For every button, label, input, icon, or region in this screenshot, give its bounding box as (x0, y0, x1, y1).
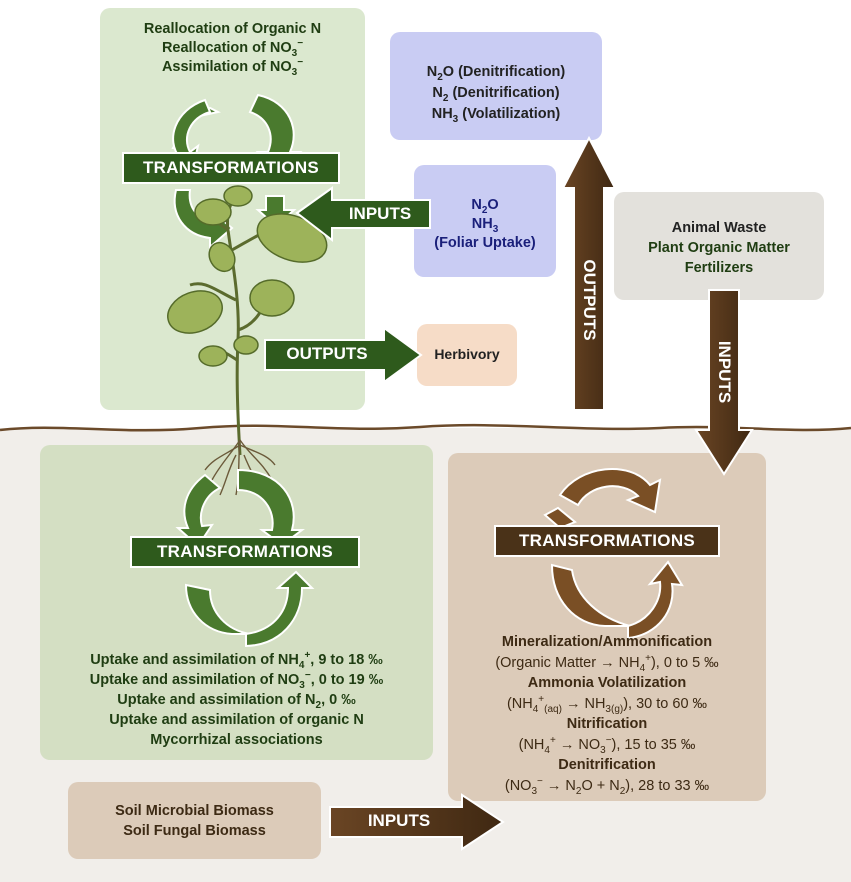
soil-zone-text: Mineralization/Ammonification (Organic M… (448, 632, 766, 796)
mineralization-detail: (Organic Matter → NH4+), 0 to 5 ‰ (495, 652, 719, 674)
atmosphere-outputs-label: OUTPUTS (580, 259, 599, 341)
nh3-volatilization: NH3 (Volatilization) (431, 106, 561, 125)
reallocation-no3: Reallocation of NO3− (161, 38, 304, 59)
ammonia-volatilization-detail: (NH4+(aq) → NH3(g)), 30 to 60 ‰ (506, 693, 708, 715)
soil-sources-text: Animal Waste Plant Organic Matter Fertil… (614, 218, 824, 278)
plant-transformations-label: TRANSFORMATIONS (122, 152, 340, 184)
soil-transformations-label: TRANSFORMATIONS (494, 525, 720, 557)
herbivory-text: Herbivory (434, 346, 500, 362)
mineralization-heading: Mineralization/Ammonification (501, 634, 713, 650)
plant-leaves (167, 185, 328, 367)
uptake-n2: Uptake and assimilation of N2, 0 ‰ (117, 692, 356, 711)
plant-top-text: Reallocation of Organic N Reallocation o… (100, 20, 365, 77)
foliar-text: N2O NH3 (Foliar Uptake) (414, 196, 556, 253)
atmosphere-outputs-arrow (561, 135, 617, 411)
soil-sources-panel (614, 192, 824, 300)
microbial-text: Soil Microbial Biomass Soil Fungal Bioma… (68, 801, 321, 841)
foliar-n2o: N2O (471, 197, 499, 216)
nitrification-detail: (NH4+ → NO3−), 15 to 35 ‰ (518, 734, 696, 756)
microbial-panel (68, 782, 321, 859)
reallocation-organic-n: Reallocation of Organic N (143, 21, 322, 37)
root-zone-text: Uptake and assimilation of NH4+, 9 to 18… (40, 650, 433, 750)
microbial-inputs-label: INPUTS (367, 811, 431, 830)
denitrification-detail: (NO3− → N2O + N2), 28 to 33 ‰ (504, 775, 710, 797)
herbivory-outputs-arrow (264, 326, 423, 384)
root-transformations-label: TRANSFORMATIONS (130, 536, 360, 568)
foliar-inputs-label: INPUTS (348, 204, 412, 223)
mycorrhizal-associations: Mycorrhizal associations (150, 732, 323, 748)
soil-inputs-label: INPUTS (715, 340, 734, 404)
microbial-inputs-arrow (329, 793, 505, 851)
uptake-no3: Uptake and assimilation of NO3−, 0 to 19… (89, 670, 384, 691)
atmosphere-outputs-panel (390, 32, 602, 140)
atmosphere-outputs-text: N2O (Denitrification) N2 (Denitrificatio… (390, 62, 602, 125)
soil-fungal-biomass: Soil Fungal Biomass (123, 823, 266, 839)
n2o-denitrification: N2O (Denitrification) (426, 64, 566, 83)
nitrification-heading: Nitrification (566, 716, 648, 732)
plant-organic-matter: Plant Organic Matter (648, 240, 790, 256)
uptake-organic-n: Uptake and assimilation of organic N (109, 712, 364, 728)
soil-inputs-arrow (694, 289, 754, 476)
root-zone-panel (40, 445, 433, 760)
foliar-inputs-arrow (295, 186, 431, 243)
fertilizers: Fertilizers (684, 260, 754, 276)
foliar-uptake: (Foliar Uptake) (434, 235, 536, 251)
herbivory-outputs-label: OUTPUTS (286, 344, 368, 363)
herbivory-panel (417, 324, 517, 386)
uptake-nh4: Uptake and assimilation of NH4+, 9 to 18… (90, 650, 383, 671)
n2-denitrification: N2 (Denitrification) (432, 85, 560, 104)
soil-cycle-icon (543, 468, 684, 640)
foliar-panel (414, 165, 556, 277)
root-cycle-icon (175, 468, 315, 648)
assimilation-no3: Assimilation of NO3− (161, 57, 304, 78)
animal-waste: Animal Waste (671, 220, 767, 236)
foliar-nh3: NH3 (471, 216, 499, 235)
soil-microbial-biomass: Soil Microbial Biomass (115, 803, 274, 819)
denitrification-heading: Denitrification (558, 757, 656, 773)
ammonia-volatilization-heading: Ammonia Volatilization (527, 675, 687, 691)
